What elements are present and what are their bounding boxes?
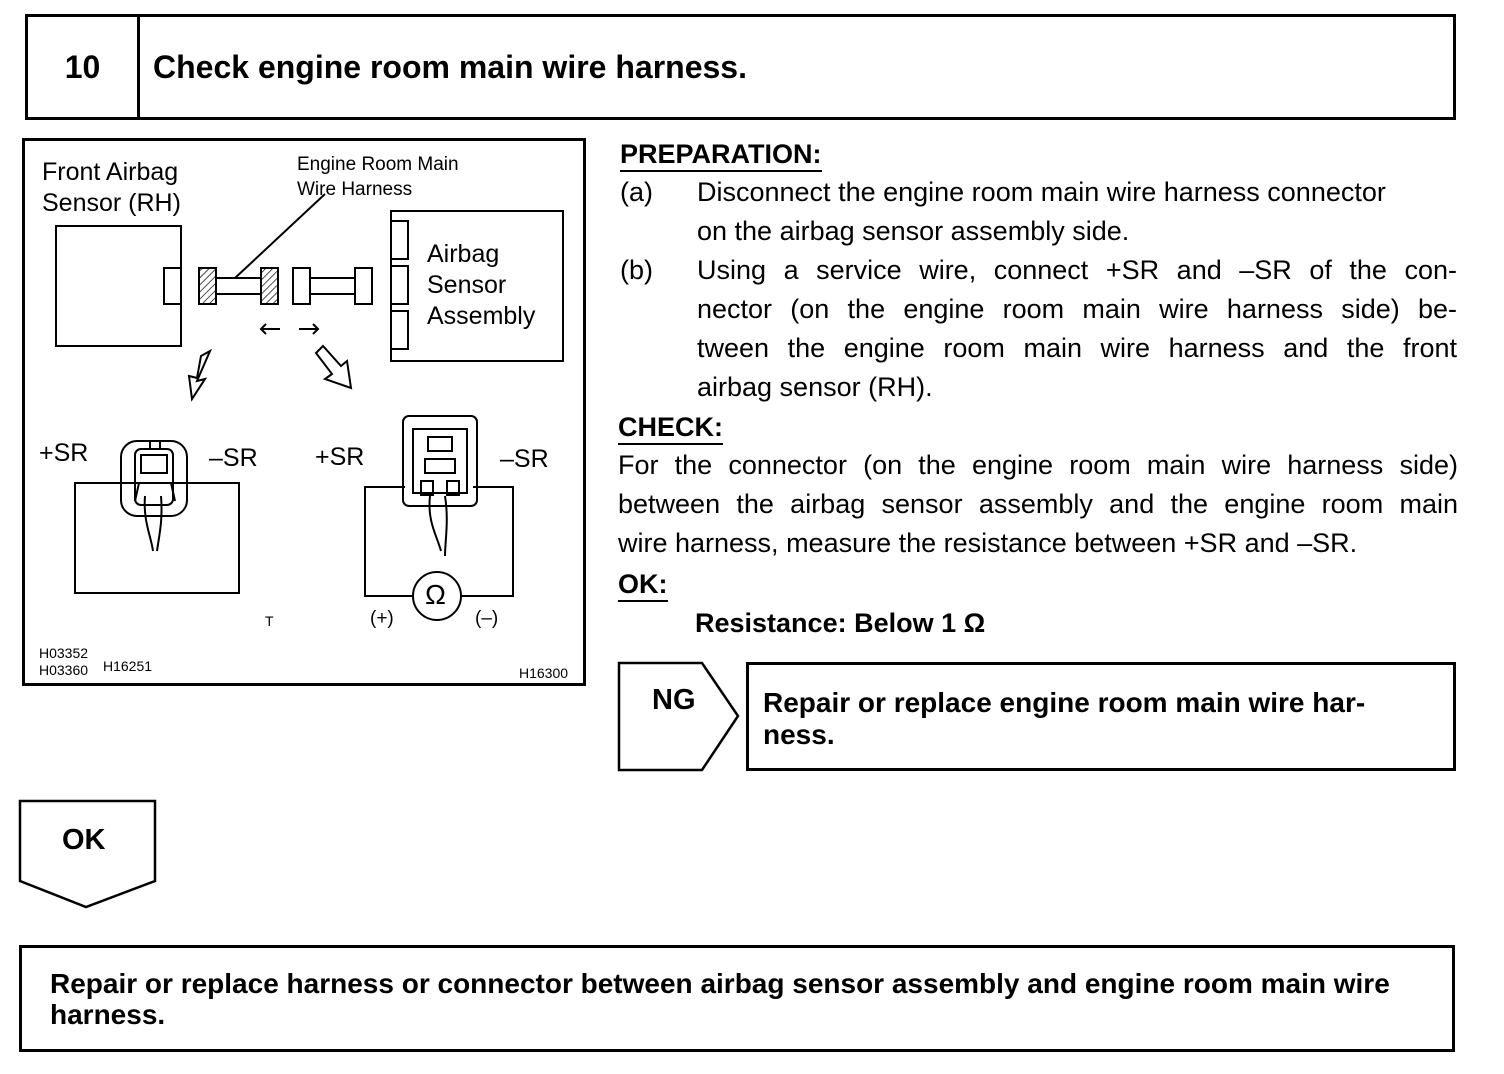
figure-code-4: H16300 — [519, 665, 569, 681]
step-header: 10 Check engine room main wire harness. — [25, 14, 1456, 120]
prep-b-line2: nector (on the engine room main wire har… — [697, 294, 1457, 324]
figure-code-3: H16251 — [103, 658, 153, 674]
ok-spec-heading: OK: — [618, 568, 668, 602]
harness-label-line1: Engine Room Main — [297, 154, 459, 175]
front-sensor-label-line2: Sensor (RH) — [42, 189, 181, 217]
ok-arrow-shape — [18, 799, 157, 909]
right-plus-sr-label: +SR — [315, 443, 365, 471]
check-line1: For the connector (on the engine room ma… — [618, 450, 1458, 480]
prep-a-line1: Disconnect the engine room main wire har… — [697, 177, 1386, 207]
check-line2: between the airbag sensor assembly and t… — [618, 489, 1458, 519]
ng-arrow-shape — [617, 661, 740, 772]
mark-t: T — [265, 613, 274, 629]
assembly-label-line3: Assembly — [427, 302, 536, 330]
prep-b-line1: Using a service wire, connect +SR and –S… — [697, 255, 1457, 285]
right-minus-sr-label: –SR — [500, 445, 549, 473]
front-sensor-label-line1: Front Airbag — [42, 158, 179, 186]
check-line3: wire harness, measure the resistance bet… — [618, 528, 1358, 558]
wiring-illustration: Front Airbag Sensor (RH) Engine Room Mai… — [22, 138, 586, 686]
preparation-heading: PREPARATION: — [620, 138, 822, 172]
left-plus-sr-label: +SR — [39, 439, 89, 467]
prep-b-line3: tween the engine room main wire harness … — [697, 333, 1457, 363]
prep-a-line2: on the airbag sensor assembly side. — [697, 216, 1130, 246]
front-airbag-sensor-box — [55, 225, 182, 347]
final-action-box: Repair or replace harness or connector b… — [19, 945, 1455, 1052]
ng-result-box: Repair or replace engine room main wire … — [746, 662, 1456, 771]
ng-result-text: Repair or replace engine room main wire … — [763, 687, 1366, 750]
harness-label-line2: Wire Harness — [297, 179, 413, 200]
assembly-label-line2: Sensor — [427, 271, 507, 299]
step-title: Check engine room main wire harness. — [153, 48, 747, 85]
figure-code-1: H03352 — [39, 645, 89, 661]
prep-a-label: (a) — [620, 177, 653, 207]
wiring-diagram-drawing — [55, 193, 564, 621]
check-heading: CHECK: — [618, 411, 723, 445]
ok-spec-value: Resistance: Below 1 Ω — [695, 608, 986, 638]
left-minus-sr-label: –SR — [209, 444, 258, 472]
final-action-text: Repair or replace harness or connector b… — [50, 968, 1390, 1030]
ng-label: NG — [652, 684, 696, 716]
prep-b-label: (b) — [620, 255, 653, 285]
ohm-symbol: Ω — [425, 579, 446, 610]
figure-code-2: H03360 — [39, 662, 89, 678]
assembly-label-line1: Airbag — [427, 240, 500, 268]
ok-label: OK — [62, 824, 106, 856]
prep-b-line4: airbag sensor (RH). — [697, 372, 933, 402]
probe-minus-label: (–) — [475, 608, 499, 629]
probe-plus-label: (+) — [370, 608, 394, 629]
step-number: 10 — [28, 17, 140, 117]
